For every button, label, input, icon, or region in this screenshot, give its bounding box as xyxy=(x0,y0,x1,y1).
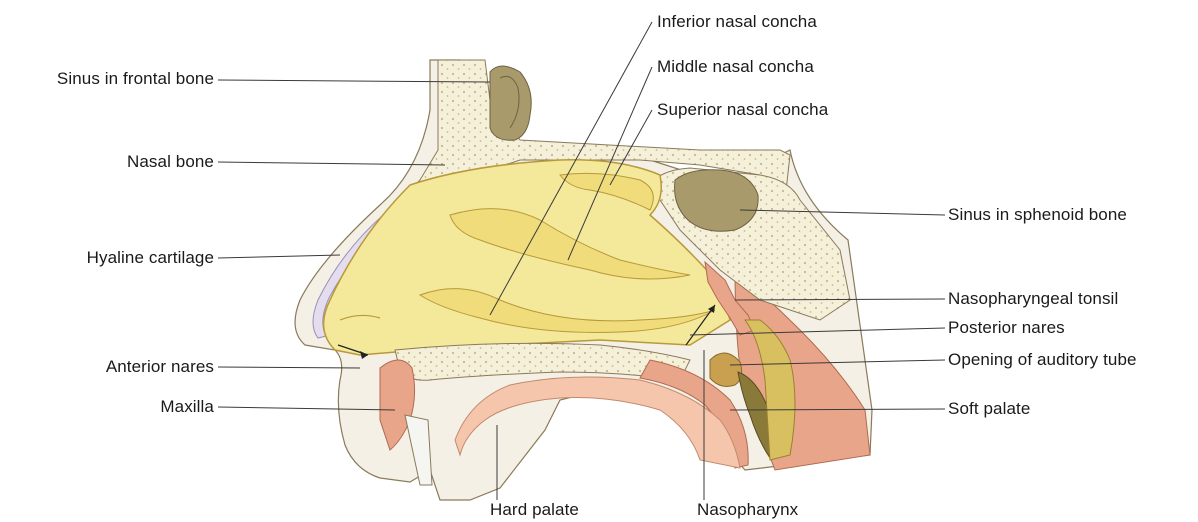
label-sinus-sphenoid: Sinus in sphenoid bone xyxy=(948,205,1127,225)
label-superior-concha: Superior nasal concha xyxy=(657,100,828,120)
label-hyaline-cartilage: Hyaline cartilage xyxy=(87,248,214,268)
label-nasopharynx: Nasopharynx xyxy=(697,500,798,520)
label-posterior-nares: Posterior nares xyxy=(948,318,1065,338)
label-anterior-nares: Anterior nares xyxy=(106,357,214,377)
label-auditory-tube: Opening of auditory tube xyxy=(948,350,1137,370)
label-nasopharyngeal-tonsil: Nasopharyngeal tonsil xyxy=(948,289,1118,309)
label-middle-concha: Middle nasal concha xyxy=(657,57,814,77)
label-soft-palate: Soft palate xyxy=(948,399,1030,419)
label-maxilla: Maxilla xyxy=(160,397,214,417)
label-hard-palate: Hard palate xyxy=(490,500,579,520)
label-inferior-concha: Inferior nasal concha xyxy=(657,12,817,32)
label-sinus-frontal: Sinus in frontal bone xyxy=(57,69,214,89)
label-nasal-bone: Nasal bone xyxy=(127,152,214,172)
